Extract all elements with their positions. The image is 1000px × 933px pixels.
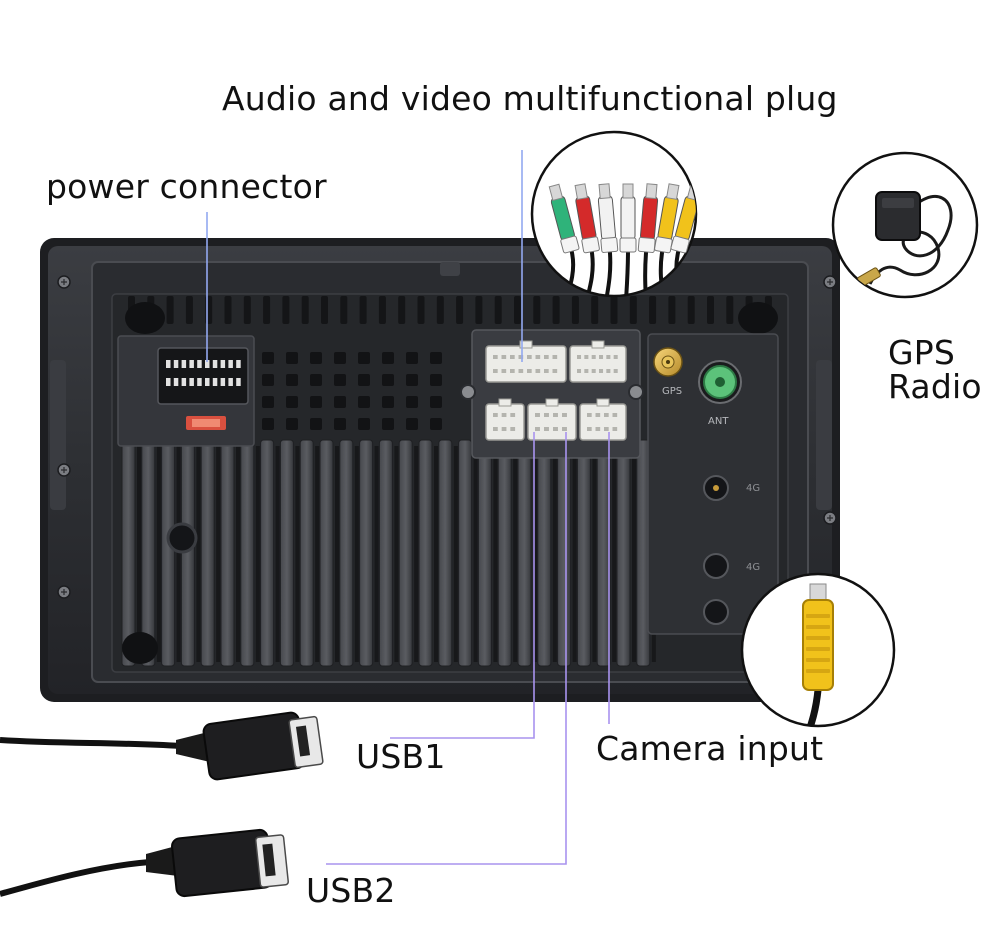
- mounting-holes: [122, 302, 778, 664]
- camera-input-bubble: [740, 572, 896, 728]
- multifunction-connectors: [460, 329, 644, 459]
- power-connector-block: [117, 335, 255, 447]
- label-gps: GPS: [888, 333, 956, 372]
- 4g-port-marking-a: 4G: [746, 483, 760, 494]
- ant-port-marking: ANT: [708, 416, 729, 427]
- leader-usb1: [390, 432, 535, 739]
- leader-lines: [206, 150, 882, 865]
- label-radio: Radio: [888, 367, 982, 406]
- label-power-connector: power connector: [46, 167, 327, 206]
- radio-ant-port: ANT: [698, 360, 742, 427]
- label-usb2: USB2: [306, 871, 396, 910]
- top-vent-slots: [128, 296, 772, 324]
- vent-grid: [262, 352, 442, 430]
- heat-sink-fins: [121, 439, 656, 667]
- usb-cable-2: [0, 828, 289, 898]
- yellow-rca-plug: [802, 583, 834, 726]
- av-plug-bubble: [530, 130, 698, 298]
- label-av-plug: Audio and video multifunctional plug: [222, 79, 838, 118]
- label-usb1: USB1: [356, 737, 446, 776]
- 4g-port-marking-b: 4G: [746, 562, 760, 573]
- leader-usb2: [326, 432, 567, 865]
- gps-port-marking: GPS: [662, 386, 682, 397]
- label-camera-input: Camera input: [596, 729, 824, 768]
- gps-antenna-bubble: [831, 151, 979, 299]
- chassis-screws: [57, 275, 837, 599]
- gps-port: GPS: [653, 347, 683, 397]
- antenna-panel: GPS ANT 4G 4G: [647, 333, 779, 635]
- rca-cables-illustration: [548, 183, 696, 296]
- usb-cable-1: [0, 711, 324, 781]
